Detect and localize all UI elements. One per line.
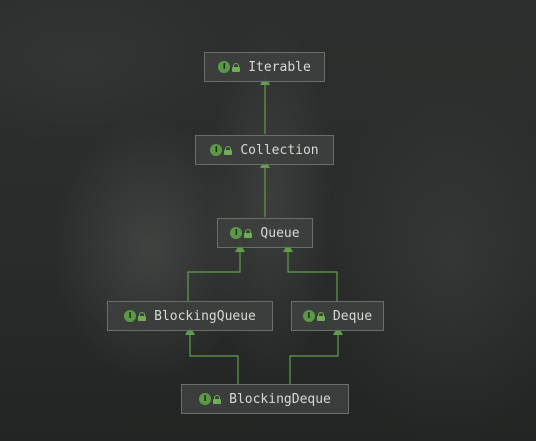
node-collection[interactable]: I Collection [195, 135, 334, 165]
edge-blockingdeque-to-blockingqueue [185, 326, 239, 384]
node-blocking-deque[interactable]: I BlockingDeque [181, 384, 349, 414]
lock-icon [232, 62, 241, 72]
node-label: Iterable [248, 59, 311, 75]
interface-icon: I [199, 393, 212, 405]
interface-icon: I [124, 310, 137, 322]
node-blocking-queue[interactable]: I BlockingQueue [107, 301, 273, 331]
lock-icon [138, 311, 147, 321]
edge-deque-to-queue [283, 243, 338, 301]
node-label: BlockingDeque [229, 391, 331, 407]
node-label: Deque [332, 308, 373, 324]
node-deque[interactable]: I Deque [291, 301, 384, 331]
lock-icon [213, 394, 222, 404]
node-iterable[interactable]: I Iterable [204, 52, 325, 82]
edge-blockingdeque-to-deque [289, 326, 343, 384]
interface-icon: I [218, 61, 231, 73]
interface-icon: I [210, 144, 223, 156]
node-queue[interactable]: I Queue [217, 218, 313, 248]
node-label: BlockingQueue [154, 308, 256, 324]
node-label: Queue [260, 225, 300, 241]
interface-icon: I [230, 227, 243, 239]
interface-icon: I [302, 310, 315, 322]
node-label: Collection [240, 142, 319, 158]
lock-icon [244, 228, 253, 238]
lock-icon [316, 311, 325, 321]
edge-blockingqueue-to-queue [187, 243, 245, 301]
lock-icon [224, 145, 233, 155]
